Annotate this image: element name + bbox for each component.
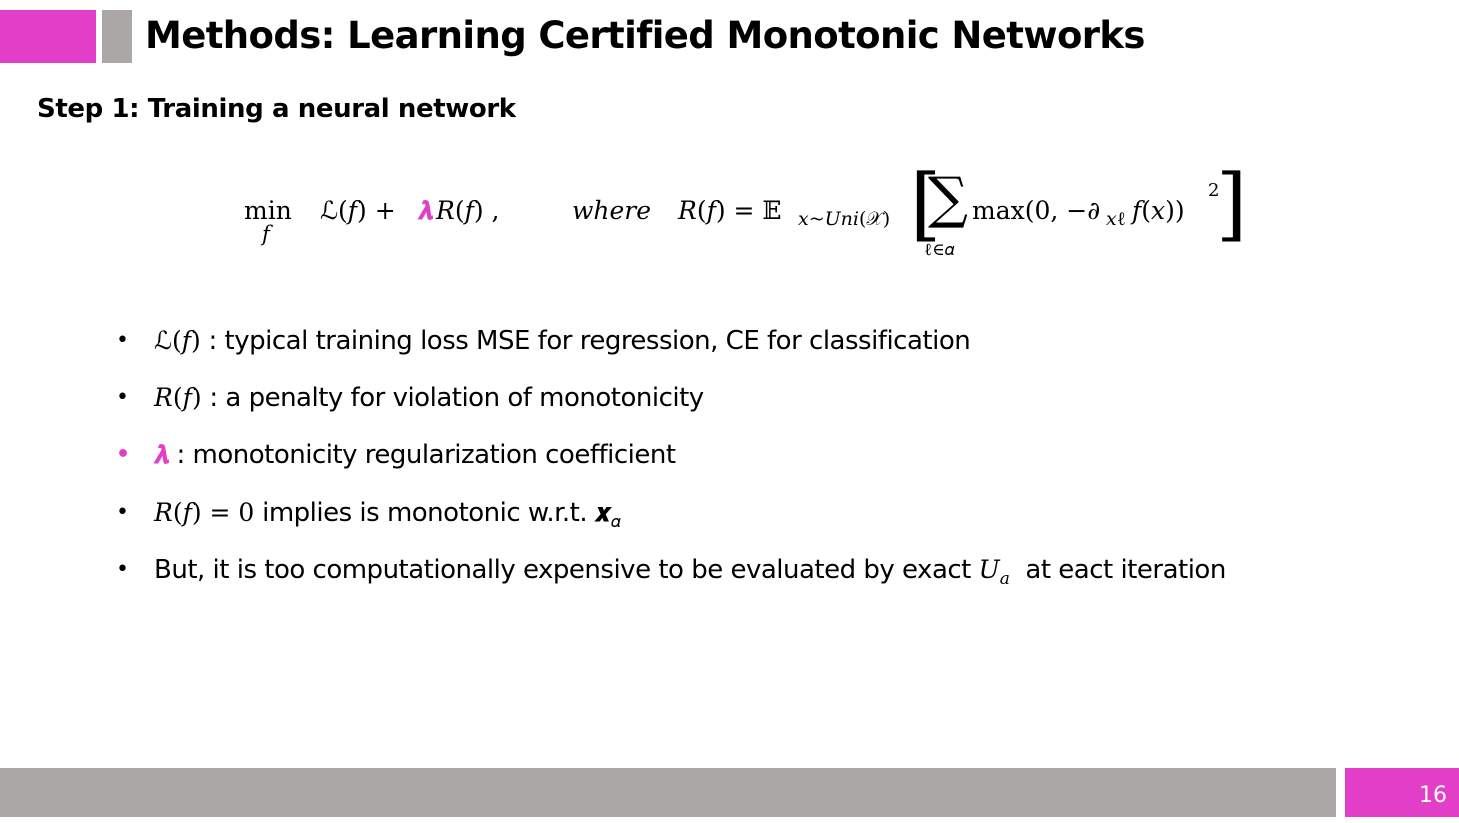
eq-expectation-subscript: 𝑥~𝑈𝑛𝑖(𝒳) xyxy=(798,208,891,230)
loss-description: : typical training loss MSE for regressi… xyxy=(200,326,971,356)
footer-bar xyxy=(0,768,1336,817)
list-item-loss: • ℒ(𝑓) : typical training loss MSE for r… xyxy=(116,322,1226,379)
eq-min-subscript: f xyxy=(262,222,270,246)
page-number: 16 xyxy=(1345,768,1459,817)
cost-description: But, it is too computationally expensive… xyxy=(154,554,979,585)
eq-r-definition: 𝑅(𝑓) = 𝔼 xyxy=(678,196,782,225)
eq-loss: ℒ(𝑓) + xyxy=(320,196,396,225)
penalty-symbol: 𝑅(𝑓) xyxy=(154,383,202,413)
eq-sum: ∑ xyxy=(928,166,968,231)
loss-symbol: ℒ(𝑓) xyxy=(154,326,201,355)
list-item-zero-penalty: • 𝑅(𝑓) = 0 implies is monotonic w.r.t. 𝒙… xyxy=(116,494,1226,551)
list-item-penalty: • 𝑅(𝑓) : a penalty for violation of mono… xyxy=(116,379,1226,436)
eq-max-term: max(0, −∂ xyxy=(972,196,1101,225)
list-item-lambda: • 𝝀 : monotonicity regularization coeffi… xyxy=(116,436,1226,493)
explanation-list: • ℒ(𝑓) : typical training loss MSE for r… xyxy=(116,322,1226,608)
eq-lambda: 𝝀 xyxy=(418,196,433,225)
eq-partial-subscript: 𝑥ℓ xyxy=(1106,208,1126,230)
slide-title: Methods: Learning Certified Monotonic Ne… xyxy=(145,14,1145,57)
step-heading: Step 1: Training a neural network xyxy=(37,94,516,124)
bullet-marker: • xyxy=(116,385,129,411)
objective-equation: min f ℒ(𝑓) + 𝝀 𝑅(𝑓) , where 𝑅(𝑓) = 𝔼 𝑥~𝑈… xyxy=(244,157,1247,270)
lambda-symbol: 𝝀 xyxy=(154,440,169,470)
penalty-description: : a penalty for violation of monotonicit… xyxy=(201,383,704,414)
eq-regularizer: 𝑅(𝑓) , xyxy=(436,196,500,225)
u-symbol: 𝑈 xyxy=(978,554,1000,584)
eq-bracket-close: ] xyxy=(1216,157,1248,250)
bullet-marker: • xyxy=(116,442,130,468)
bullet-marker: • xyxy=(116,556,129,582)
eq-function-term: 𝑓(𝑥)) xyxy=(1132,196,1185,225)
eq-bracket-open: [ xyxy=(910,157,942,250)
zero-penalty-equation: 𝑅(𝑓) = 0 xyxy=(154,497,255,527)
title-gray-block xyxy=(102,10,132,63)
bullet-marker: • xyxy=(116,328,129,353)
u-subscript: 𝑎 xyxy=(999,568,1010,589)
x-alpha-symbol: 𝒙 xyxy=(594,497,611,527)
eq-where: where xyxy=(572,196,652,225)
eq-square-exponent: 2 xyxy=(1208,180,1220,201)
eq-sum-subscript: ℓ∈𝛼 xyxy=(924,240,955,260)
title-accent-block xyxy=(0,10,96,63)
bullet-marker: • xyxy=(116,499,129,525)
x-alpha-subscript: 𝛼 xyxy=(610,511,621,532)
zero-penalty-description: implies is monotonic w.r.t. xyxy=(254,497,595,528)
lambda-description: : monotonicity regularization coefficien… xyxy=(168,440,676,471)
eq-min: min xyxy=(244,196,292,225)
list-item-cost: • But, it is too computationally expensi… xyxy=(116,551,1226,608)
cost-description-end: at eact iteration xyxy=(1009,554,1226,585)
